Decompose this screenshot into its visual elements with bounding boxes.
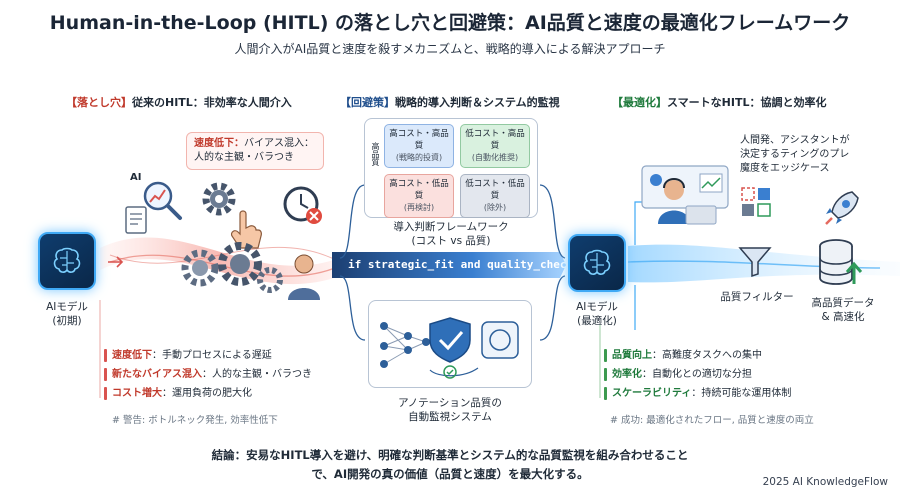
list-item: 新たなバイアス混入：人的な主観・バラつき <box>104 365 312 384</box>
code-band <box>332 252 566 278</box>
monitor-caption: アノテーション品質の 自動監視システム <box>398 397 502 423</box>
sorting-grid-icon <box>741 187 771 217</box>
code-condition: if strategic_fit and quality_check: <box>348 258 580 271</box>
matrix-side-label: 高品質 <box>371 142 380 166</box>
optimization-list: 品質向上：高難度タスクへの集中 効率化：自動化との適切な分担 スケーラビリティ：… <box>604 346 791 403</box>
brain-icon <box>583 249 611 275</box>
right-section-title: スマートなHITL：協調と効率化 <box>667 96 827 109</box>
gear-icon <box>202 182 236 216</box>
center-section-tag: 【回避策】 <box>340 96 395 109</box>
credit: 2025 AI KnowledgeFlow <box>762 476 888 488</box>
left-section-tag: 【落とし穴】 <box>66 96 132 109</box>
magnifier-chart-icon <box>143 181 182 220</box>
list-item: 効率化：自動化との適切な分担 <box>604 365 791 384</box>
database-icon <box>819 239 863 285</box>
matrix-cell: 低コスト・低品質(除外) <box>460 174 530 218</box>
assistant-description: 人間発、アシスタントが 決定するティングのプレ 魔度をエッジケース <box>740 135 850 174</box>
list-item: スケーラビリティ：持続可能な運用体制 <box>604 384 791 403</box>
filter-icon <box>738 247 772 278</box>
right-section-tag: 【最適化】 <box>612 96 667 109</box>
left-section-heading: 【落とし穴】従来のHITL：非効率な人間介入 <box>66 94 292 110</box>
page-title: Human-in-the-Loop (HITL) の落とし穴と回避策：AI品質と… <box>49 12 851 34</box>
brain-icon <box>53 247 81 273</box>
warning-note: # 警告: ボトルネック発生, 効率性低下 <box>112 415 278 426</box>
speed-bias-bubble: 速度低下：バイアス混入： 人的な主観・バラつき <box>186 132 324 170</box>
ai-model-initial-label: AIモデル (初期) <box>46 301 88 327</box>
person-hand-icon <box>288 254 320 300</box>
list-item: 速度低下：手動プロセスによる遅延 <box>104 346 312 365</box>
conclusion: 結論：安易なHITL導入を避け、明確な判断基準とシステム的な品質監視を組み合わせ… <box>211 448 689 481</box>
operator-dashboard-icon <box>641 165 729 225</box>
framework-matrix: 高コスト・高品質(戦略的投資) 低コスト・高品質(自動化推奨) 高コスト・低品質… <box>384 124 530 218</box>
gears-cluster-icon <box>181 242 283 293</box>
matrix-cell: 高コスト・低品質(再検討) <box>384 174 454 218</box>
clock-alert-icon <box>283 186 322 224</box>
output-label: 高品質データ & 高速化 <box>811 297 875 323</box>
ai-model-optimized-label: AIモデル (最適化) <box>576 301 618 327</box>
list-item: コスト増大：運用負荷の肥大化 <box>104 384 312 403</box>
right-section-heading: 【最適化】スマートなHITL：協調と効率化 <box>612 94 826 110</box>
list-item: 品質向上：高難度タスクへの集中 <box>604 346 791 365</box>
hand-pointer-icon <box>230 210 262 249</box>
ai-label-icon: AI <box>130 172 142 183</box>
success-note: # 成功: 最適化されたフロー, 品質と速度の両立 <box>610 415 814 426</box>
matrix-cell: 低コスト・高品質(自動化推奨) <box>460 124 530 168</box>
center-section-heading: 【回避策】戦略的導入判断＆システム的監視 <box>340 94 560 110</box>
left-section-title: 従来のHITL：非効率な人間介入 <box>132 96 292 109</box>
ai-model-initial-chip <box>38 232 96 290</box>
matrix-cell: 高コスト・高品質(戦略的投資) <box>384 124 454 168</box>
rocket-icon <box>825 191 859 225</box>
bubble-key: 速度低下： <box>194 138 244 149</box>
ai-model-optimized-chip <box>568 234 626 292</box>
red-stream <box>100 237 340 285</box>
page-subtitle: 人間介入がAI品質と速度を殺すメカニズムと、戦略的導入による解決アプローチ <box>234 42 666 56</box>
network-shield-icon <box>380 317 519 379</box>
center-section-title: 戦略的導入判断＆システム的監視 <box>395 96 560 109</box>
framework-caption: 導入判断フレームワーク (コスト vs 品質) <box>393 221 509 247</box>
quality-filter-label: 品質フィルター <box>720 291 794 303</box>
document-icon <box>125 206 147 234</box>
pitfall-list: 速度低下：手動プロセスによる遅延 新たなバイアス混入：人的な主観・バラつき コス… <box>104 346 312 403</box>
